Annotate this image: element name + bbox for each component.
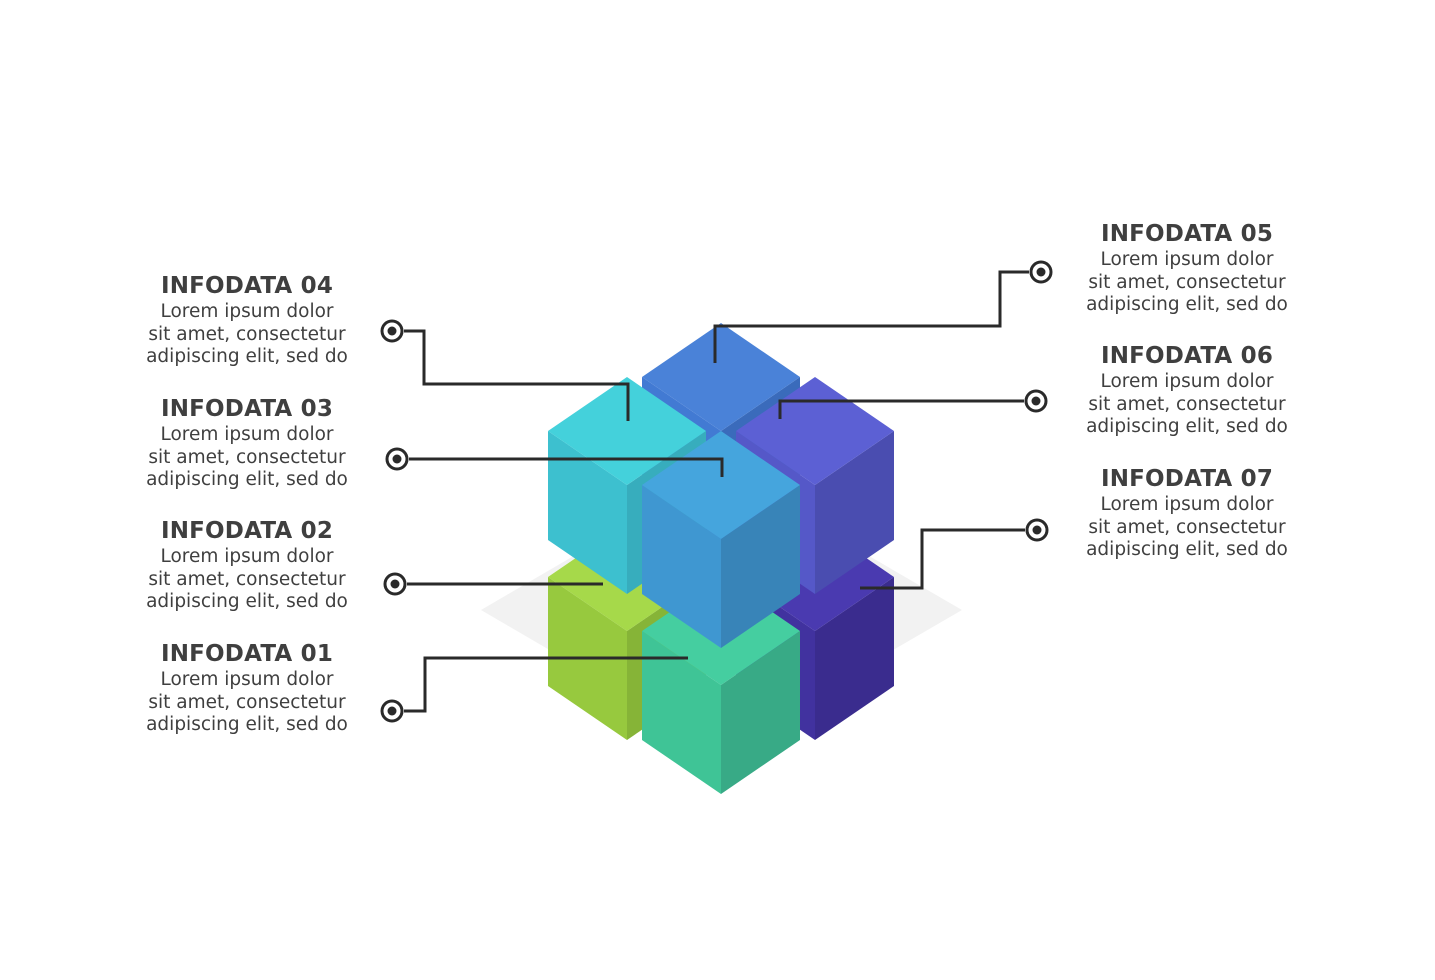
target-01-icon (380, 699, 404, 723)
label-text-line: sit amet, consectetur (1088, 271, 1286, 293)
label-infodata-07: INFODATA 07 Lorem ipsum dolor sit amet, … (1067, 464, 1307, 562)
label-text-line: Lorem ipsum dolor (160, 301, 334, 322)
label-text-line: sit amet, consectetur (148, 323, 346, 345)
cube-left-face (642, 631, 721, 794)
cube-right-face (815, 577, 894, 740)
cube-right-face (721, 485, 800, 648)
connector-06 (778, 399, 1024, 419)
label-text-line: sit amet, consectetur (148, 691, 346, 713)
target-center (1032, 525, 1042, 535)
label-text-line: adipiscing elit, sed do (146, 714, 348, 735)
cube-left-face (642, 485, 721, 648)
cube-top-face (642, 323, 800, 431)
connector-05 (713, 270, 1029, 363)
label-title: INFODATA 02 (160, 518, 334, 544)
target-center (387, 706, 397, 716)
label-text-line: sit amet, consectetur (1088, 393, 1286, 415)
label-infodata-03: INFODATA 03 Lorem ipsum dolor sit amet, … (127, 394, 367, 492)
connector-01 (404, 656, 688, 713)
label-title: INFODATA 03 (160, 396, 334, 422)
label-title: INFODATA 04 (160, 273, 334, 299)
label-text-line: sit amet, consectetur (148, 446, 346, 468)
target-03-icon (385, 447, 409, 471)
label-infodata-04: INFODATA 04 Lorem ipsum dolor sit amet, … (127, 271, 367, 369)
label-title: INFODATA 05 (1100, 221, 1274, 247)
label-text-line: Lorem ipsum dolor (1100, 371, 1274, 392)
target-center (1031, 396, 1041, 406)
connector-07 (860, 528, 1025, 590)
label-title: INFODATA 07 (1100, 466, 1274, 492)
label-infodata-02: INFODATA 02 Lorem ipsum dolor sit amet, … (127, 516, 367, 614)
label-text-line: Lorem ipsum dolor (160, 424, 334, 445)
target-05-icon (1029, 260, 1053, 284)
label-infodata-06: INFODATA 06 Lorem ipsum dolor sit amet, … (1067, 341, 1307, 439)
cube-right-face (815, 431, 894, 594)
label-text-line: sit amet, consectetur (148, 568, 346, 590)
label-infodata-05: INFODATA 05 Lorem ipsum dolor sit amet, … (1067, 219, 1307, 317)
target-center (390, 579, 400, 589)
label-text-line: Lorem ipsum dolor (160, 546, 334, 567)
label-text-line: adipiscing elit, sed do (146, 591, 348, 612)
label-text-line: Lorem ipsum dolor (1100, 494, 1274, 515)
label-infodata-01: INFODATA 01 Lorem ipsum dolor sit amet, … (127, 639, 367, 737)
label-text-line: Lorem ipsum dolor (160, 669, 334, 690)
label-text-line: sit amet, consectetur (1088, 516, 1286, 538)
label-text-line: adipiscing elit, sed do (146, 469, 348, 490)
connectors (404, 270, 1029, 713)
cube-top-face (736, 377, 894, 485)
target-07-icon (1025, 518, 1049, 542)
label-title: INFODATA 01 (160, 641, 334, 667)
target-center (1036, 267, 1046, 277)
label-text-line: adipiscing elit, sed do (1086, 294, 1288, 315)
label-title: INFODATA 06 (1100, 343, 1274, 369)
label-text-line: adipiscing elit, sed do (1086, 539, 1288, 560)
label-text-line: adipiscing elit, sed do (1086, 416, 1288, 437)
label-text-line: adipiscing elit, sed do (146, 346, 348, 367)
label-text-line: Lorem ipsum dolor (1100, 249, 1274, 270)
target-02-icon (383, 572, 407, 596)
target-center (387, 326, 397, 336)
target-center (392, 454, 402, 464)
target-06-icon (1024, 389, 1048, 413)
connector-04 (404, 329, 630, 421)
cube-right-face (721, 631, 800, 794)
connector-03 (409, 457, 724, 477)
cube-left-face (548, 431, 627, 594)
target-04-icon (380, 319, 404, 343)
